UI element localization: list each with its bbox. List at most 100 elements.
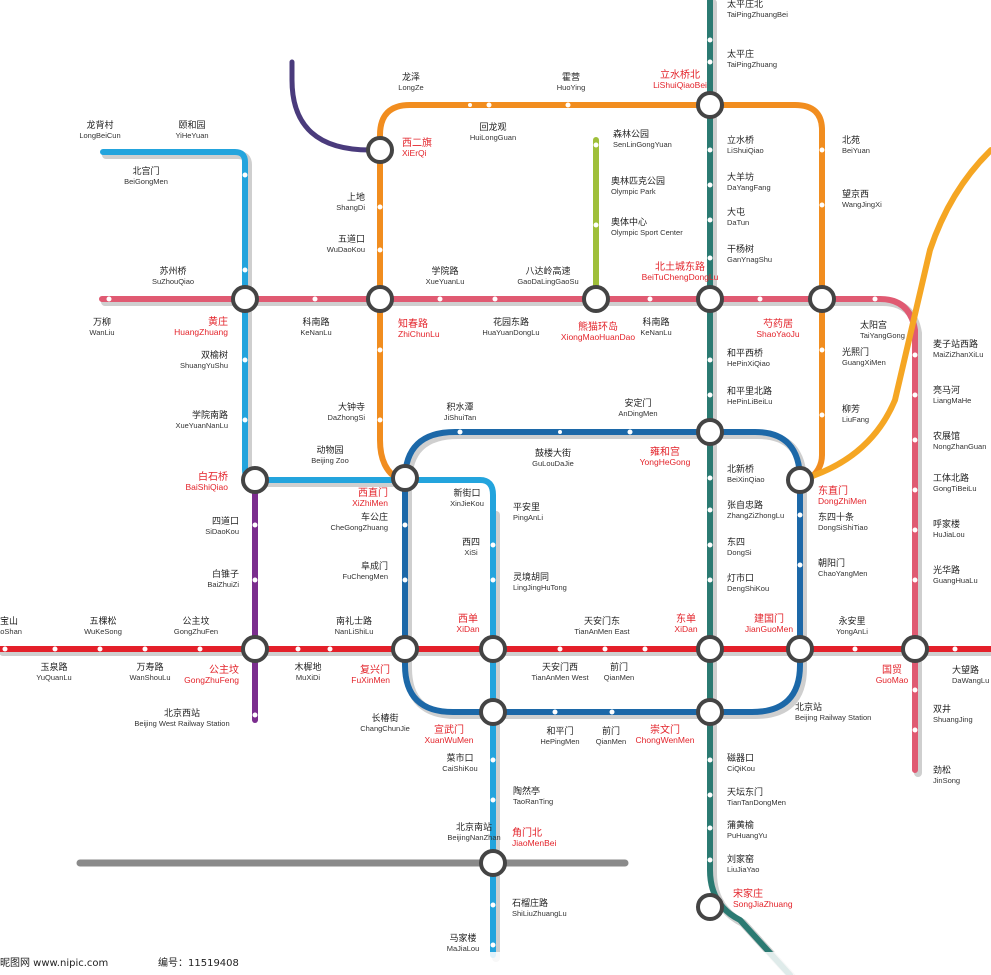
station-label-en: JiShuiTan bbox=[444, 413, 477, 422]
station-label-en: ChangChunJie bbox=[360, 724, 410, 733]
station-label-zh: 科南路 bbox=[642, 316, 669, 328]
station-label-en: WuDaoKou bbox=[327, 245, 365, 254]
station-label-zh: 农展馆 bbox=[933, 430, 960, 442]
station-label-en: ShuangJing bbox=[933, 715, 973, 724]
station-label-zh: 永安里 bbox=[838, 615, 865, 627]
station-label-en: KeNanLu bbox=[640, 328, 671, 337]
station-label-zh: 刘家窑 bbox=[727, 853, 754, 865]
station-label-zh: 天安门东 bbox=[584, 615, 620, 627]
station-label-zh: 苏州桥 bbox=[159, 265, 186, 277]
station-label-zh: 东四十条 bbox=[818, 511, 854, 523]
station-label-en: DongSi bbox=[727, 548, 752, 557]
station-label-zh: 灵境胡同 bbox=[513, 571, 549, 583]
station-label-en: QianMen bbox=[596, 737, 626, 746]
station-label-zh: 光华路 bbox=[933, 564, 960, 576]
station-label-en: PuHuangYu bbox=[727, 831, 767, 840]
station-label-zh: 天安门西 bbox=[542, 661, 578, 673]
station-label-en: ChongWenMen bbox=[636, 735, 695, 745]
station-label-zh: 南礼士路 bbox=[336, 615, 372, 627]
station-label-zh: 亮马河 bbox=[933, 384, 960, 396]
station-label-zh: 八达岭高速 bbox=[525, 265, 570, 277]
station-label-zh: 四道口 bbox=[212, 515, 239, 527]
station-label-en: DaYangFang bbox=[727, 183, 771, 192]
station-label-zh: 太阳宫 bbox=[860, 319, 887, 331]
station-label-zh: 光熙门 bbox=[842, 346, 869, 358]
station-label-en: HePingMen bbox=[540, 737, 579, 746]
station-label-zh: 干杨树 bbox=[727, 243, 754, 255]
station-label-zh: 大屯 bbox=[727, 206, 745, 218]
station-label-zh: 万寿路 bbox=[136, 661, 163, 673]
station-label-en: BeiXinQiao bbox=[727, 475, 765, 484]
station-label-zh: 磁器口 bbox=[727, 752, 754, 764]
station-label-en: LiangMaHe bbox=[933, 396, 971, 405]
station-label-zh: 石榴庄路 bbox=[512, 897, 548, 909]
station-label-en: TaiPingZhuangBei bbox=[727, 10, 788, 19]
station-label-zh: 北苑 bbox=[842, 134, 860, 146]
station-label-zh: 角门北 bbox=[512, 826, 542, 839]
station-label-zh: 太平庄北 bbox=[727, 0, 763, 10]
station-label-zh: 玉泉路 bbox=[40, 661, 67, 673]
station-label-en: FuChengMen bbox=[343, 572, 388, 581]
station-label-zh: 前门 bbox=[610, 661, 628, 673]
station-label-en: XiZhiMen bbox=[352, 498, 388, 508]
station-label-en: Olympic Sport Center bbox=[611, 228, 683, 237]
station-label-zh: 木樨地 bbox=[294, 661, 321, 673]
station-label-en: GuLouDaJie bbox=[532, 459, 574, 468]
station-label-zh: 东单 bbox=[676, 612, 696, 625]
station-label-zh: 学院南路 bbox=[192, 409, 228, 421]
station-label-en: MuXiDi bbox=[296, 673, 321, 682]
station-label-zh: 西直门 bbox=[358, 486, 388, 499]
station-label-en: DengShiKou bbox=[727, 584, 769, 593]
station-label-en: HuangZhuang bbox=[174, 327, 228, 337]
station-label-en: LiuFang bbox=[842, 415, 869, 424]
line-13 bbox=[377, 102, 825, 483]
station-label-zh: 西四 bbox=[462, 537, 480, 548]
station-label-en: ShaoYaoJu bbox=[756, 329, 800, 339]
station-label-en: XiongMaoHuanDao bbox=[561, 332, 635, 342]
station-label-zh: 白石桥 bbox=[198, 470, 228, 483]
station-label-en: LiShuiQiaoBei bbox=[653, 80, 707, 90]
station-label-en: MaiZiZhanXiLu bbox=[933, 350, 983, 359]
station-label-zh: 公主坟 bbox=[209, 663, 239, 676]
station-label-en: XiSi bbox=[464, 548, 478, 557]
station-label-en: aoShan bbox=[0, 627, 22, 636]
station-dots bbox=[2, 37, 958, 948]
station-label-zh: 天坛东门 bbox=[727, 786, 763, 798]
line-13-west bbox=[377, 147, 403, 483]
station-label-zh: 动物园 bbox=[316, 444, 343, 456]
station-label-zh: 北京站 bbox=[795, 701, 822, 713]
station-label-zh: 和平里北路 bbox=[727, 385, 772, 397]
station-label-zh: 望京西 bbox=[842, 188, 869, 200]
station-label-en: CaiShiKou bbox=[442, 764, 477, 773]
station-label-en: TaiPingZhuang bbox=[727, 60, 777, 69]
station-label-zh: 芍药居 bbox=[763, 317, 793, 330]
station-label-zh: 五道口 bbox=[338, 233, 365, 245]
station-label-en: Olympic Park bbox=[611, 187, 656, 196]
station-label-zh: 阜成门 bbox=[361, 560, 388, 572]
station-label-zh: 北京南站 bbox=[456, 821, 492, 833]
station-label-zh: 积水潭 bbox=[446, 401, 473, 413]
station-label-en: YuQuanLu bbox=[36, 673, 71, 682]
station-label-en: SongJiaZhuang bbox=[733, 899, 793, 909]
station-label-en: DongZhiMen bbox=[818, 496, 867, 506]
line-airport bbox=[797, 147, 991, 483]
station-label-en: LongBeiCun bbox=[79, 131, 120, 140]
station-label-zh: 和平西桥 bbox=[727, 347, 763, 359]
station-label-zh: 花园东路 bbox=[493, 316, 529, 328]
station-label-en: BeiYuan bbox=[842, 146, 870, 155]
station-label-zh: 马家楼 bbox=[449, 932, 476, 944]
station-label-zh: 和平门 bbox=[546, 725, 573, 737]
station-label-en: GongZhuFen bbox=[174, 627, 218, 636]
station-label-zh: 宋家庄 bbox=[733, 887, 763, 900]
station-label-en: DaZhongSi bbox=[327, 413, 365, 422]
station-label-zh: 回龙观 bbox=[479, 121, 506, 133]
station-label-zh: 张自忠路 bbox=[727, 499, 763, 511]
station-label-en: ShangDi bbox=[336, 203, 365, 212]
station-label-zh: 雍和宫 bbox=[650, 445, 680, 458]
station-label-en: SuZhouQiao bbox=[152, 277, 194, 286]
station-label-zh: 双榆树 bbox=[201, 349, 228, 361]
station-label-zh: 龙背村 bbox=[86, 119, 113, 131]
station-label-en: XiDan bbox=[456, 624, 479, 634]
station-label-zh: 劲松 bbox=[933, 764, 951, 776]
